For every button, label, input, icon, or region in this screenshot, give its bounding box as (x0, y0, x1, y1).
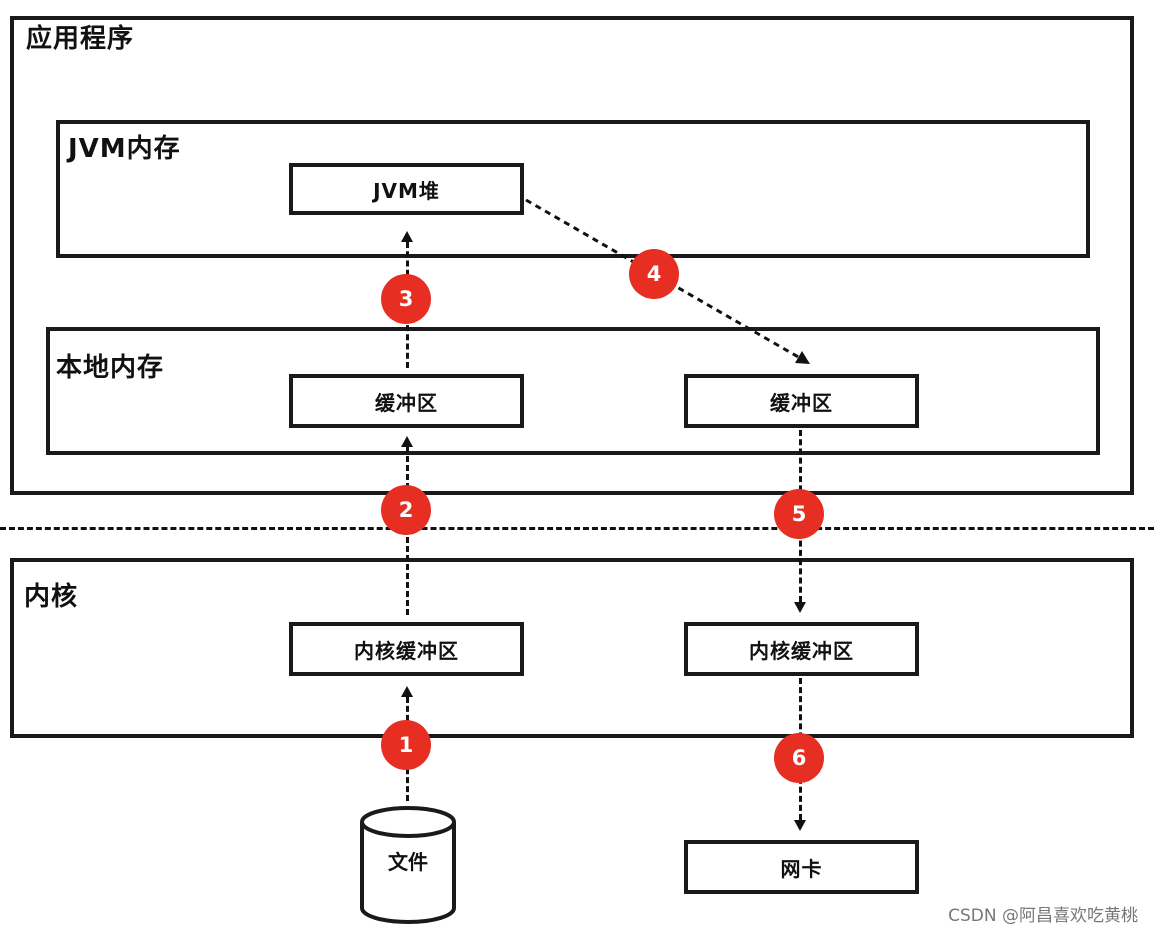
native-memory-region (46, 327, 1100, 455)
native-buffer-right-box: 缓冲区 (684, 374, 919, 428)
application-label: 应用程序 (26, 24, 135, 54)
step-5-badge: 5 (774, 489, 824, 539)
file-cylinder-icon (360, 806, 456, 924)
nic-box: 网卡 (684, 840, 919, 894)
user-kernel-boundary (0, 527, 1154, 530)
kernel-buffer-left-box: 内核缓冲区 (289, 622, 524, 676)
kernel-label: 内核 (24, 582, 79, 612)
watermark: CSDN @阿昌喜欢吃黄桃 (948, 906, 1138, 926)
file-label: 文件 (388, 850, 428, 874)
flow-3-arrowhead (401, 231, 413, 242)
jvm-memory-region (56, 120, 1090, 258)
step-4-badge: 4 (629, 249, 679, 299)
kernel-region (10, 558, 1134, 738)
jvm-memory-label: JVM内存 (68, 134, 181, 164)
kernel-buffer-right-box: 内核缓冲区 (684, 622, 919, 676)
step-3-badge: 3 (381, 274, 431, 324)
step-2-badge: 2 (381, 485, 431, 535)
flow-5-arrowhead (794, 602, 806, 613)
native-memory-label: 本地内存 (56, 353, 165, 383)
jvm-heap-box: JVM堆 (289, 163, 524, 215)
step-6-badge: 6 (774, 733, 824, 783)
step-1-badge: 1 (381, 720, 431, 770)
flow-1-arrowhead (401, 686, 413, 697)
flow-2-arrowhead (401, 436, 413, 447)
native-buffer-left-box: 缓冲区 (289, 374, 524, 428)
application-region (10, 16, 1134, 495)
flow-6-arrowhead (794, 820, 806, 831)
